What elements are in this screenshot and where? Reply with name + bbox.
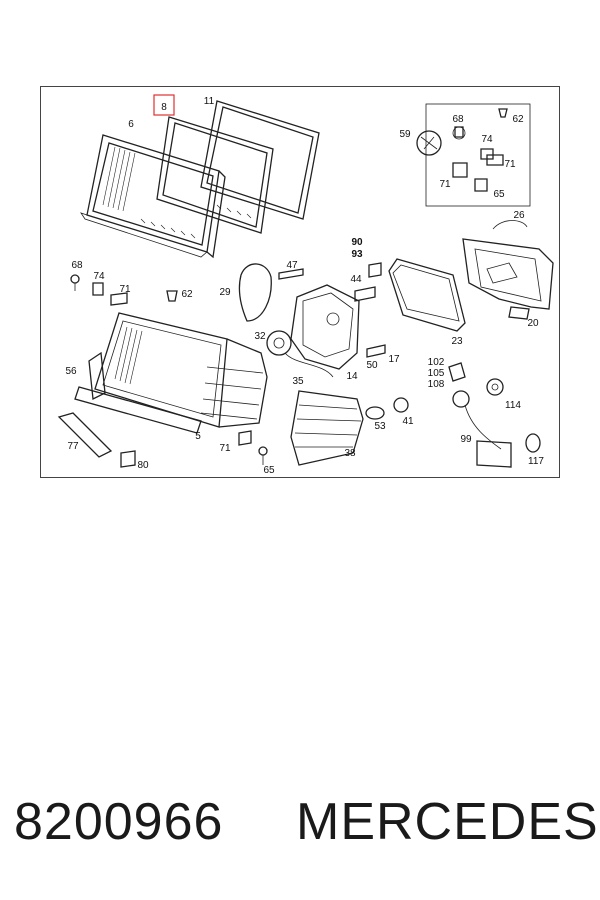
label-44: 44 [350,274,362,285]
label-62a: 62 [512,114,524,125]
label-62b: 62 [181,289,193,300]
bulb-47 [278,268,304,280]
label-68b: 68 [71,260,83,271]
label-99: 99 [460,434,472,445]
label-26: 26 [513,210,525,221]
label-56: 56 [65,366,77,377]
highlight-box [153,94,175,116]
brand-name: MERCEDES [296,793,599,851]
label-117: 117 [528,456,544,467]
screw-68 [70,274,80,291]
trim-strip [74,386,202,434]
headlamp-frame-11 [200,100,320,220]
seal-ring-23 [388,258,466,332]
label-74a: 74 [481,134,493,145]
label-35: 35 [292,376,304,387]
label-65a: 65 [493,189,505,200]
label-77: 77 [67,441,79,452]
label-8: 8 [161,102,167,113]
hardware-small-parts [452,108,508,192]
grommet-114 [486,378,504,396]
label-17: 17 [388,354,400,365]
label-71a: 71 [504,159,516,170]
lens-38 [290,390,364,466]
label-14: 14 [346,371,358,382]
turn-signal-5 [94,312,268,428]
label-65b: 65 [263,465,275,476]
label-59: 59 [399,129,411,140]
label-90: 90 [351,237,363,248]
label-11: 11 [204,96,215,107]
exploded-parts-diagram: 8 11 6 59 68 74 62 71 71 65 26 90 93 68 … [40,86,560,478]
label-6: 6 [128,119,134,130]
clip-80 [120,450,136,468]
label-71b: 71 [439,179,451,190]
bulb-44 [354,286,376,302]
bulb-117 [525,433,541,453]
label-50: 50 [366,360,378,371]
label-80: 80 [137,460,149,471]
socket-102-105-108 [448,362,470,408]
label-20: 20 [527,318,539,329]
bulb-53 [365,406,385,420]
label-38: 38 [344,448,356,459]
headlamp-seal-8 [156,116,274,234]
label-71c: 71 [119,284,131,295]
headlamp-housing-20 [462,238,554,320]
marker-99 [476,440,512,468]
label-108: 108 [428,379,445,390]
label-47: 47 [286,260,298,271]
screw-65-lower [258,446,268,465]
part-number: 8200966 [14,793,224,851]
adjuster-59 [416,130,442,156]
bulb-holder-32 [266,330,292,356]
clip-90-93 [368,262,382,278]
label-71d: 71 [219,443,231,454]
strip-77 [57,412,113,458]
clip-71 [110,292,128,306]
wire-26 [492,220,528,230]
label-32: 32 [254,331,266,342]
nut-74 [92,282,104,296]
label-5: 5 [195,431,201,442]
clip-62 [166,290,178,302]
socket-41 [393,397,409,413]
label-102: 102 [428,357,445,368]
label-53: 53 [374,421,386,432]
reflector-14 [290,284,360,370]
cover-29 [238,263,272,322]
label-93: 93 [351,249,363,260]
label-114: 114 [505,400,521,411]
label-23: 23 [451,336,463,347]
wire-99 [464,404,502,450]
label-74b: 74 [93,271,105,282]
label-68a: 68 [452,114,464,125]
cable-35 [284,352,334,378]
label-29: 29 [219,287,231,298]
headlamp-glass-6 [80,134,226,259]
clip-71-lower [238,430,252,446]
label-105: 105 [428,368,445,379]
bracket-56 [88,351,106,401]
label-41: 41 [402,416,414,427]
bulb-50 [366,344,386,358]
footer: 8200966 MERCEDES [0,792,600,862]
diagram-drawing: 8 11 6 59 68 74 62 71 71 65 26 90 93 68 … [57,94,554,476]
